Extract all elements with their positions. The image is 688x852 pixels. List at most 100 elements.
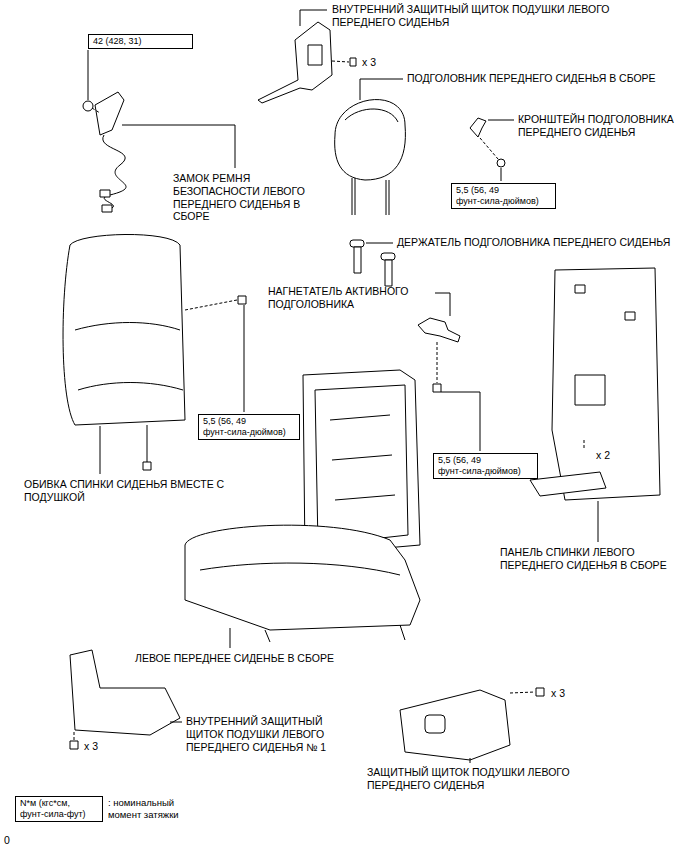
bracket-part [470,118,486,137]
torque-box: 5,5 (56, 49 фунт-сила-дюймов) [433,453,538,479]
torque-value: 42 (428, 31) [93,36,188,47]
buckle-part [95,92,124,135]
seat-rail [265,625,405,642]
part-name: : номинальный момент затяжки [108,797,203,820]
quantity-label: 0 [4,834,10,847]
text-line: фунт-сила-дюймов) [438,466,521,476]
leader-line [100,426,101,474]
leader-line [244,305,245,412]
quantity-label: x 3 [551,687,565,700]
bolt-symbol [350,58,356,66]
part-name: НАГНЕТАТЕЛЬ АКТИВНОГО ПОДГОЛОВНИКА [268,285,433,311]
dashed-guide [185,300,237,310]
bolt-symbol [238,296,246,304]
headrest-post [386,180,387,215]
shield-part [400,690,510,760]
dashed-guide [510,692,535,693]
leader-line [300,10,327,26]
text-line: фунт-сила-фут) [20,809,86,819]
part-name: ОБИВКА СПИНКИ СИДЕНЬЯ ВМЕСТЕ С ПОДУШКОЙ [24,478,239,504]
quantity-label: x 2 [596,449,610,462]
leader-line [366,243,393,244]
leader-line [122,125,235,168]
leader-line [598,501,599,542]
part-name: КРОНШТЕЙН ПОДГОЛОВНИКА ПЕРЕДНЕГО СИДЕНЬЯ [518,113,680,139]
back-panel-part [552,268,660,500]
leader-line [470,758,471,763]
headrest-part [335,100,406,180]
frame-detail [315,385,408,545]
holder-part [381,253,395,260]
holder-part [354,247,361,273]
torque-value: 5,5 (56, 49 фунт-сила-дюймов) [438,455,533,477]
nut-symbol [83,101,93,111]
text-line: 5,5 (56, 49 [456,185,499,195]
actuator-part [418,318,460,342]
panel-flap [530,472,606,496]
cover-seam [75,323,183,391]
text-line: фунт-сила-дюймов) [456,196,539,206]
bolt-symbol [536,688,544,696]
quantity-label: x 3 [362,56,376,69]
headrest-post [389,180,390,215]
cover-part [63,234,185,425]
inner-shield-part [258,22,332,103]
dashed-guide [437,342,438,383]
part-name: ЗАМОК РЕМНЯ БЕЗОПАСНОСТИ ЛЕВОГО ПЕРЕДНЕГ… [173,172,318,223]
bolt-symbol [70,741,78,749]
dashed-guide [92,108,100,113]
frame-detail [330,415,395,500]
leader-line [360,79,403,100]
connector-symbol [100,190,110,197]
text-line: фунт-сила-дюймов) [203,427,286,437]
torque-box: 5,5 (56, 49 фунт-сила-дюймов) [198,414,300,440]
holder-part [385,260,392,286]
bolt-symbol [433,384,441,392]
quantity-label: x 3 [84,740,98,753]
buckle-wire [103,135,126,210]
part-name: ПАНЕЛЬ СПИНКИ ЛЕВОГО ПЕРЕДНЕГО СИДЕНЬЯ В… [500,546,685,572]
text-line: N*м (кгс*см, [20,798,70,808]
text-line: 5,5 (56, 49 [203,416,246,426]
leader-line [435,293,450,316]
leader-line [88,50,89,100]
switch-detail [425,715,445,733]
nut-symbol [497,159,505,167]
cushion-part [185,525,420,630]
connector-symbol [102,205,112,212]
part-name: ВНУТРЕННИЙ ЗАЩИТНЫЙ ЩИТОК ПОДУШКИ ЛЕВОГО… [186,715,346,753]
part-name: ЛЕВОЕ ПЕРЕДНЕЕ СИДЕНЬЕ В СБОРЕ [135,652,405,665]
cushion-seam [200,563,400,575]
text-line: 5,5 (56, 49 [438,455,481,465]
dashed-guide [480,138,498,159]
dashed-guide [332,61,349,62]
cover-wire [147,425,148,462]
holder-part [350,240,364,247]
part-name: ЗАЩИТНЫЙ ЩИТОК ПОДУШКИ ЛЕВОГО ПЕРЕДНЕГО … [367,766,607,792]
leader-line [488,120,514,121]
torque-value: 5,5 (56, 49 фунт-сила-дюймов) [203,416,295,438]
panel-detail [575,285,585,293]
connector-symbol [143,462,151,470]
leader-line [441,392,480,451]
leader-line [501,168,502,181]
torque-value: N*м (кгс*см, фунт-сила-фут) [20,798,98,820]
headrest-post [355,178,356,215]
leader-line [170,722,182,723]
headrest-seam [345,109,398,122]
torque-box: N*м (кгс*см, фунт-сила-фут) [15,796,103,822]
part-name: ДЕРЖАТЕЛЬ ПОДГОЛОВНИКА ПЕРЕДНЕГО СИДЕНЬЯ [397,236,682,249]
shield-detail [308,45,322,65]
part-name: ПОДГОЛОВНИК ПЕРЕДНЕГО СИДЕНЬЯ В СБОРЕ [407,72,683,85]
dashed-guide [584,440,585,450]
dashed-guide [74,732,75,740]
leader-line [230,628,231,648]
torque-box: 42 (428, 31) [88,34,193,49]
panel-detail [625,312,635,320]
torque-value: 5,5 (56, 49 фунт-сила-дюймов) [456,185,551,207]
torque-box: 5,5 (56, 49 фунт-сила-дюймов) [451,183,556,209]
part-name: ВНУТРЕННИЙ ЗАЩИТНЫЙ ЩИТОК ПОДУШКИ ЛЕВОГО… [332,3,642,29]
headrest-post [352,178,353,215]
panel-detail [575,375,605,405]
